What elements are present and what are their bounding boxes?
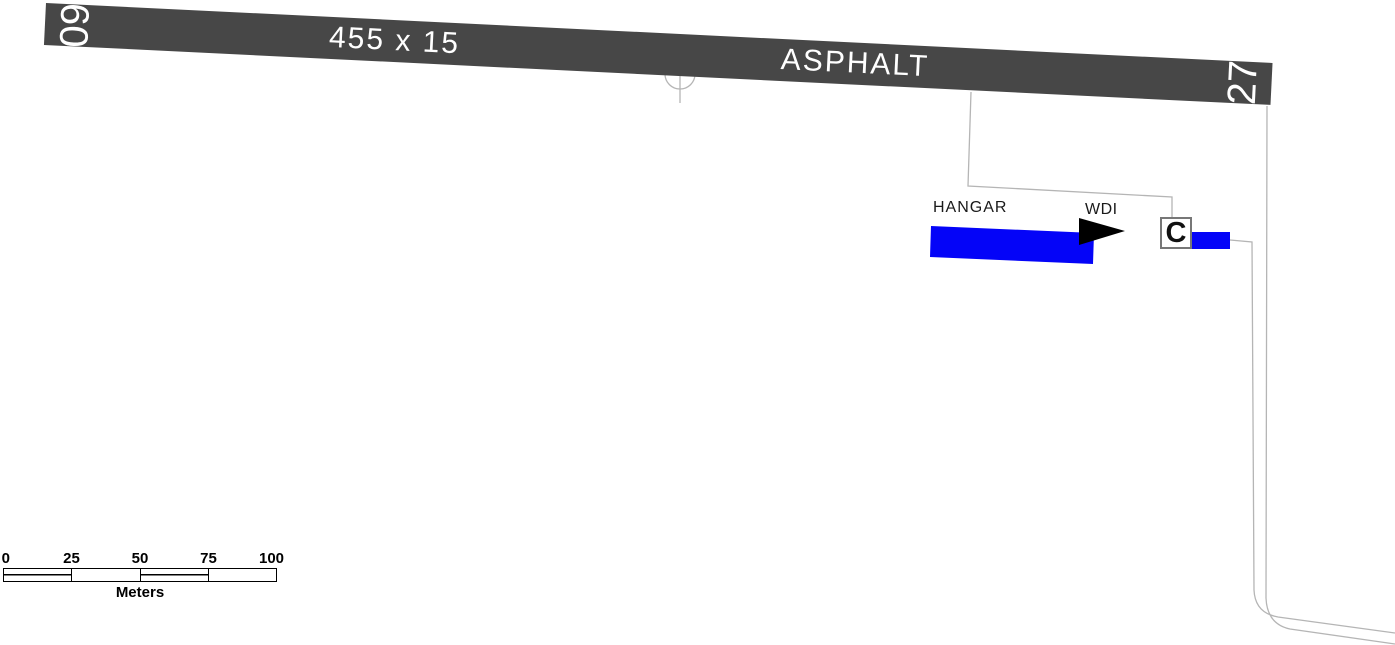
- apron-outline: [967, 91, 1173, 218]
- wdi-label: WDI: [1085, 201, 1118, 218]
- runway-surface-label: ASPHALT: [780, 42, 930, 84]
- scale-tick-75: 75: [200, 550, 217, 567]
- small-building: [1192, 232, 1230, 249]
- wind-direction-arrow-icon: [1079, 218, 1125, 245]
- scale-tick-50: 50: [131, 550, 149, 567]
- hangar-building: [930, 226, 1094, 264]
- road-outline-inner: [1229, 239, 1395, 634]
- segmented-circle-letter: C: [1165, 216, 1187, 249]
- scale-bar-unit-label: Meters: [115, 584, 165, 601]
- scale-bar-segment-3: [140, 569, 209, 581]
- scale-bar-segment-1: [4, 569, 73, 581]
- runway-end-27: 27: [1214, 59, 1272, 106]
- scale-bar-tick-labels: 0 25 50 75 100: [1, 550, 284, 568]
- scale-tick-100: 100: [259, 550, 285, 567]
- road-outline-outer: [1265, 105, 1395, 645]
- scale-tick-0: 0: [1, 550, 10, 567]
- scale-bar-ruler: [3, 568, 277, 582]
- segmented-circle-marker: C: [1160, 217, 1192, 249]
- scale-bar-segment-4: [209, 569, 276, 581]
- runway-size-label: 455 x 15: [328, 20, 461, 61]
- runway-end-09: 09: [46, 2, 104, 49]
- hangar-label: HANGAR: [933, 199, 1008, 216]
- scale-bar: 0 25 50 75 100 Meters: [1, 550, 284, 601]
- runway-end-09-label: 09: [51, 2, 98, 49]
- scale-bar-segment-2: [72, 569, 141, 581]
- scale-tick-25: 25: [63, 550, 80, 567]
- runway-end-27-label: 27: [1219, 59, 1266, 106]
